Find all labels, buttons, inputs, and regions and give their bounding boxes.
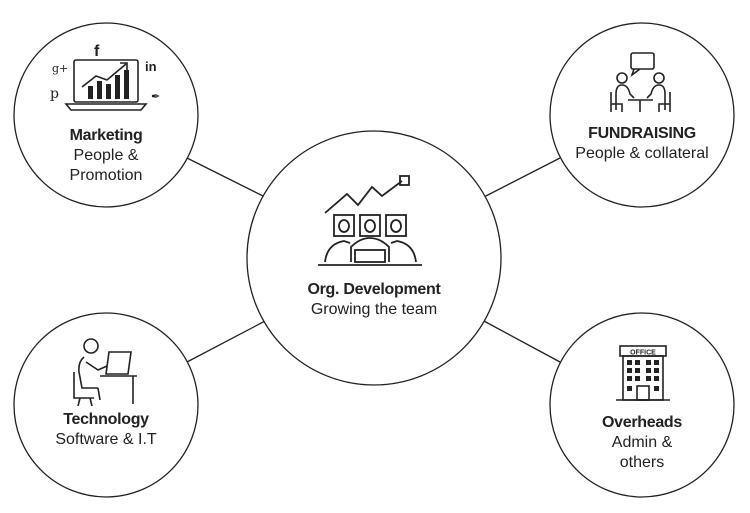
node-circle-center — [246, 130, 502, 386]
marketing-subtitle-line-2: Promotion — [69, 167, 143, 184]
social-label-0: g+ — [52, 62, 68, 75]
marketing-subtitle-line-1: People & — [73, 147, 139, 164]
marketing-label: Marketing People & Promotion — [36, 126, 176, 186]
connector-fundraising — [481, 157, 561, 199]
office-sign-text: OFFICE — [630, 350, 656, 357]
technology-subtitle: Software & I.T — [55, 431, 157, 448]
connector-overheads — [481, 319, 561, 363]
overheads-label: Overheads Admin & others — [572, 413, 712, 473]
social-label-4: ✒ — [151, 91, 160, 103]
overheads-subtitle-line-2: others — [619, 454, 665, 471]
social-label-1: f — [94, 43, 100, 60]
connector-technology — [186, 319, 268, 363]
node-circle-marketing — [13, 22, 199, 208]
growth-team-icon — [318, 175, 422, 266]
node-circle-fundraising — [549, 22, 735, 208]
social-label-2: in — [145, 59, 157, 74]
meeting-icon — [610, 52, 671, 112]
technology-title: Technology — [63, 411, 149, 428]
fundraising-subtitle: People & collateral — [575, 145, 709, 162]
center-subtitle: Growing the team — [310, 301, 438, 318]
social-label-3: p — [50, 86, 59, 102]
node-circle-overheads — [549, 312, 735, 498]
office-building-icon: OFFICE — [616, 345, 670, 401]
social-media-laptop-icon: g+ f in p ✒ — [50, 43, 160, 111]
marketing-title: Marketing — [69, 127, 143, 144]
fundraising-title: FUNDRAISING — [588, 125, 696, 142]
technology-label: Technology Software & I.T — [26, 410, 186, 450]
node-circle-technology — [13, 312, 199, 498]
fundraising-label: FUNDRAISING People & collateral — [562, 124, 722, 164]
center-label: Org. Development Growing the team — [274, 280, 474, 320]
overheads-title: Overheads — [601, 414, 682, 431]
person-at-desk-icon — [73, 338, 137, 407]
connector-marketing — [186, 157, 268, 199]
overheads-subtitle-line-1: Admin & — [611, 434, 673, 451]
center-title: Org. Development — [307, 281, 441, 298]
